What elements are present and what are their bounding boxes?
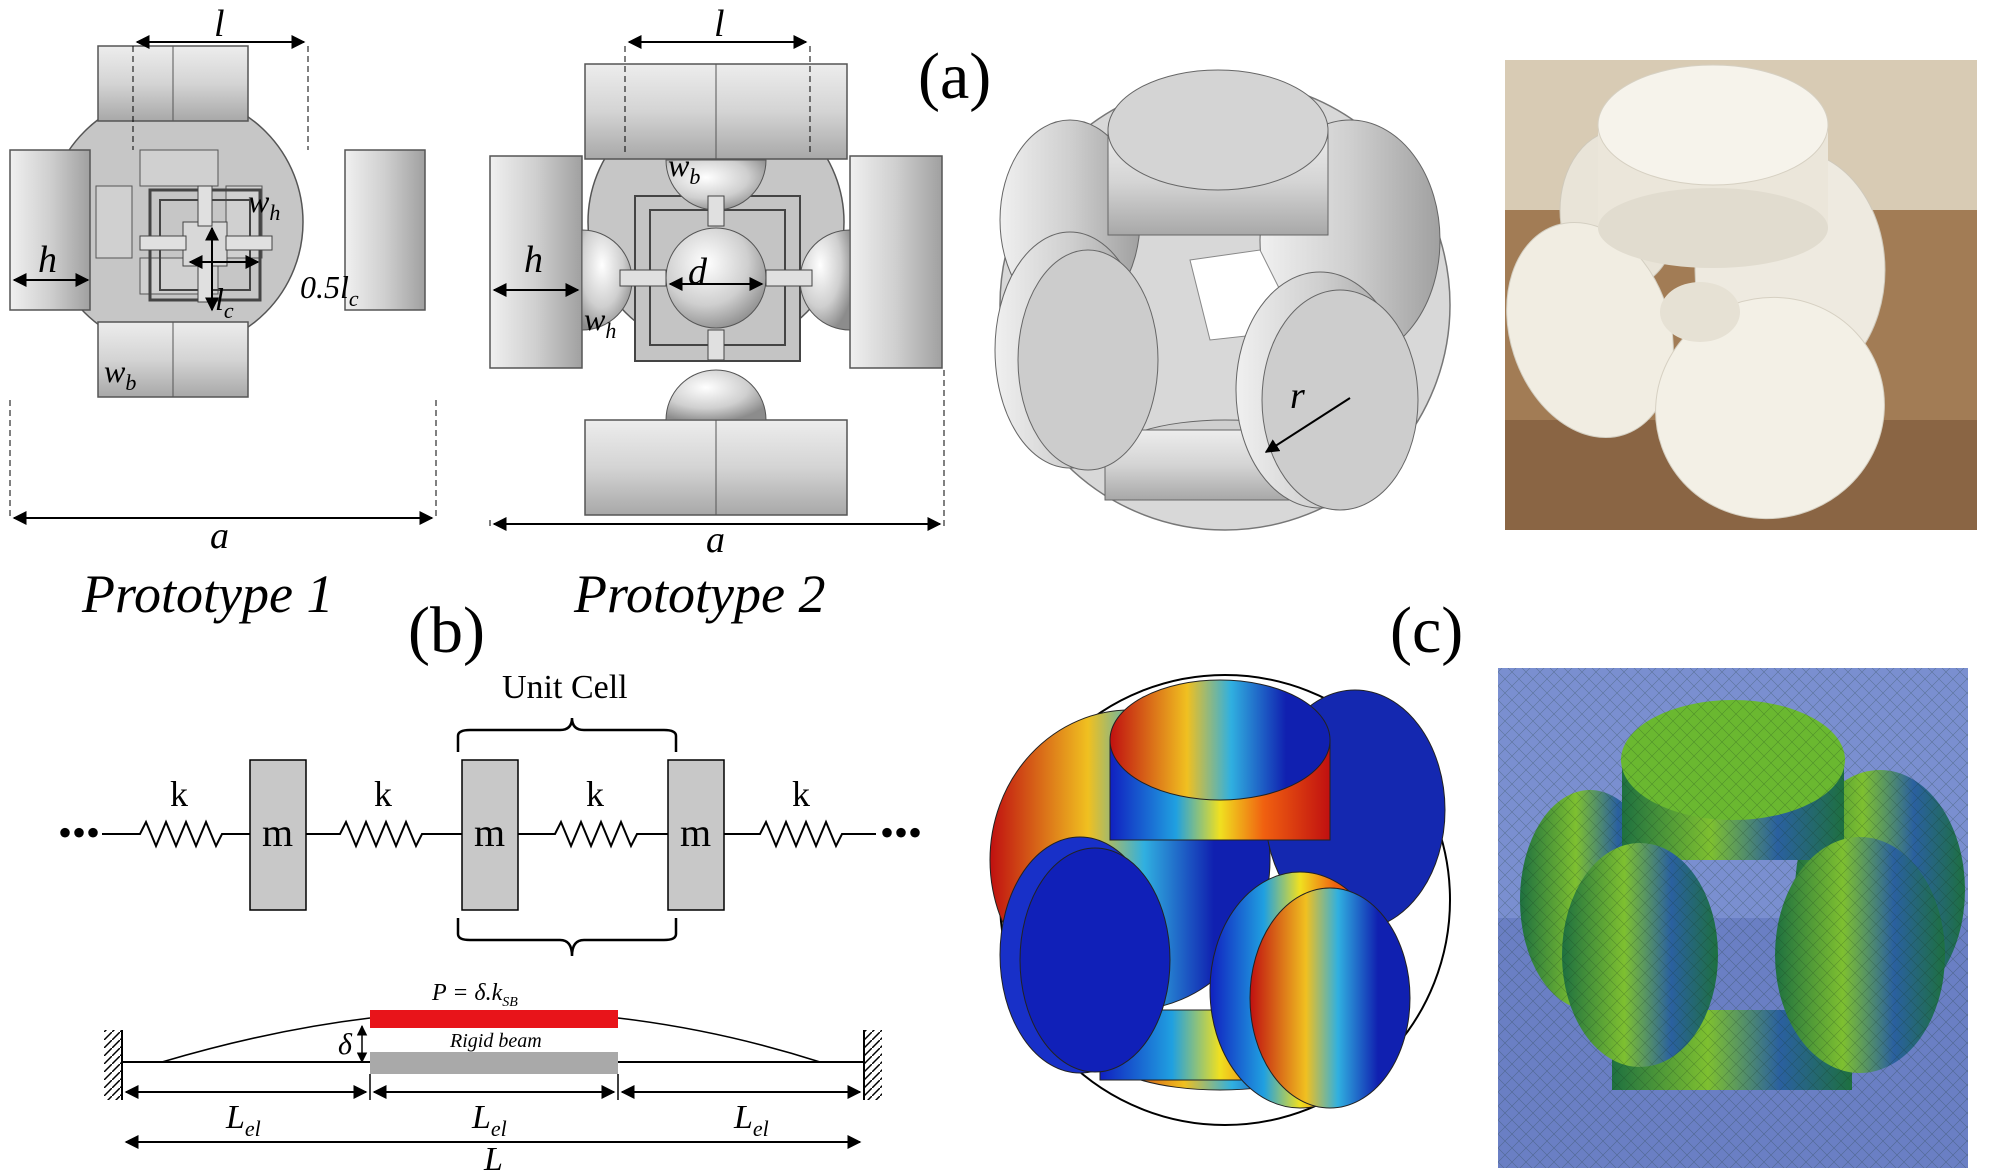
chain-ellipsis-left: ••• [58, 810, 100, 855]
spring-1 [102, 819, 250, 849]
lel-label-2: Lel [471, 1099, 507, 1141]
panel-label-b: (b) [408, 594, 485, 667]
total-length-label: L [483, 1141, 503, 1174]
mass-3-label: m [680, 810, 711, 855]
unit-cell-label: Unit Cell [502, 669, 628, 706]
chain-ellipsis-right: ••• [880, 810, 922, 855]
rigid-beam [370, 1052, 618, 1074]
mass-1-label: m [262, 810, 293, 855]
sim-right-cylinder [1249, 887, 1411, 1109]
unit-cell-brace-bottom [456, 918, 678, 957]
p1-dim-wh: wh [248, 183, 280, 225]
spring-2-label: k [374, 774, 392, 814]
mass-2 [461, 759, 519, 911]
p2-dim-l: l [714, 3, 725, 45]
p2-right-cylinder [849, 155, 943, 369]
lel-label-1: Lel [225, 1099, 261, 1141]
spring-mass-chain: ••• ••• m m m k k k k Unit Cell [58, 669, 922, 957]
p2-dim-d: d [688, 251, 708, 293]
spring-3 [518, 819, 668, 849]
prototype-2-label: Prototype 2 [573, 564, 825, 624]
p1-right-cylinder [344, 149, 426, 311]
mass-3 [667, 759, 725, 911]
loaded-beam [370, 1010, 618, 1028]
iso-right-cylinder [1261, 289, 1419, 511]
p1-dim-half-lc: 0.5lc [300, 269, 359, 311]
rigid-beam-label: Rigid beam [449, 1030, 542, 1052]
simulation-mode-shape [989, 674, 1451, 1126]
delta-label: δ [338, 1028, 353, 1061]
prototype-1-label: Prototype 1 [81, 564, 333, 624]
beam-model: Rigid beam P = δ.kSB δ Lel Lel Lel L [104, 980, 882, 1174]
spring-2 [306, 819, 462, 849]
p1-dim-a: a [210, 515, 229, 557]
mesh-simulation [1498, 668, 1968, 1168]
sim-left-cylinder [1019, 847, 1171, 1073]
spring-4 [724, 819, 876, 849]
iso-left-cylinder [1017, 249, 1159, 471]
p2-dim-h: h [524, 239, 543, 281]
p1-dim-l: l [214, 3, 225, 45]
spring-3-label: k [586, 774, 604, 814]
p2-left-cylinder [489, 155, 583, 369]
mass-1 [249, 759, 307, 911]
p1-left-cylinder [9, 149, 91, 311]
p1-dim-wb: wb [104, 353, 136, 395]
spring-1-label: k [170, 774, 188, 814]
prototype-2-drawing: l h d wb wh a [489, 3, 945, 561]
lel-label-3: Lel [733, 1099, 769, 1141]
mass-2-label: m [474, 810, 505, 855]
spring-4-label: k [792, 774, 810, 814]
unit-cell-brace-top [456, 717, 678, 752]
prototype-1-drawing: l h lc 0.5lc wh wb a [9, 3, 437, 557]
p1-dim-h: h [38, 239, 57, 281]
p2-dim-wh: wh [584, 301, 616, 343]
printed-prototype-photo [1505, 60, 1977, 530]
panel-label-c: (c) [1390, 594, 1463, 667]
p2-dim-a: a [706, 519, 725, 561]
force-label: P = δ.kSB [431, 980, 518, 1010]
isometric-model: r [994, 69, 1451, 531]
panel-label-a: (a) [918, 40, 991, 113]
p1-dim-lc: lc [215, 281, 234, 323]
p2-dim-wb: wb [668, 147, 700, 189]
iso-dim-r: r [1290, 375, 1305, 417]
